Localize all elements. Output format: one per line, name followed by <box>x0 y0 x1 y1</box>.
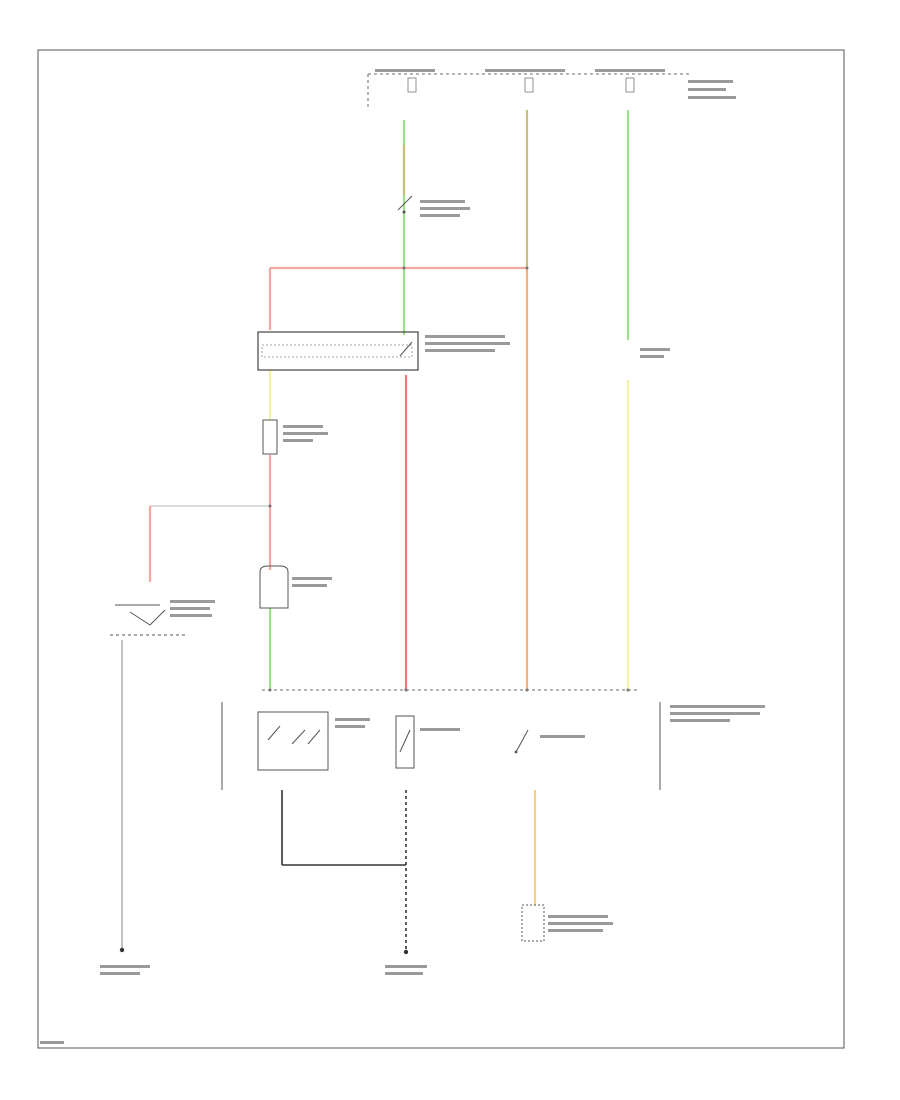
powertrain-control-module <box>521 904 545 942</box>
shift-interlock-module <box>257 331 419 371</box>
park-neutral-switch <box>257 711 329 771</box>
connector-pins <box>268 266 630 692</box>
fuse-1-icon <box>407 77 417 93</box>
fuse-2-icon <box>524 77 534 93</box>
interlock-relay <box>262 419 278 455</box>
ground-center-icon <box>403 949 409 955</box>
ignition-switch <box>514 729 529 754</box>
shift-lock-solenoid <box>259 565 289 609</box>
power-distribution-bus <box>367 73 690 110</box>
fuse-3-icon <box>625 77 635 93</box>
brake-pedal-switch <box>397 195 413 214</box>
illegible-annotations <box>40 69 765 1044</box>
transmission-range-switch <box>110 604 185 636</box>
ground-left-icon <box>119 947 125 953</box>
shift-lock-solenoid-lower <box>395 715 415 769</box>
diagram-frame <box>37 49 845 1049</box>
wires <box>121 110 640 950</box>
